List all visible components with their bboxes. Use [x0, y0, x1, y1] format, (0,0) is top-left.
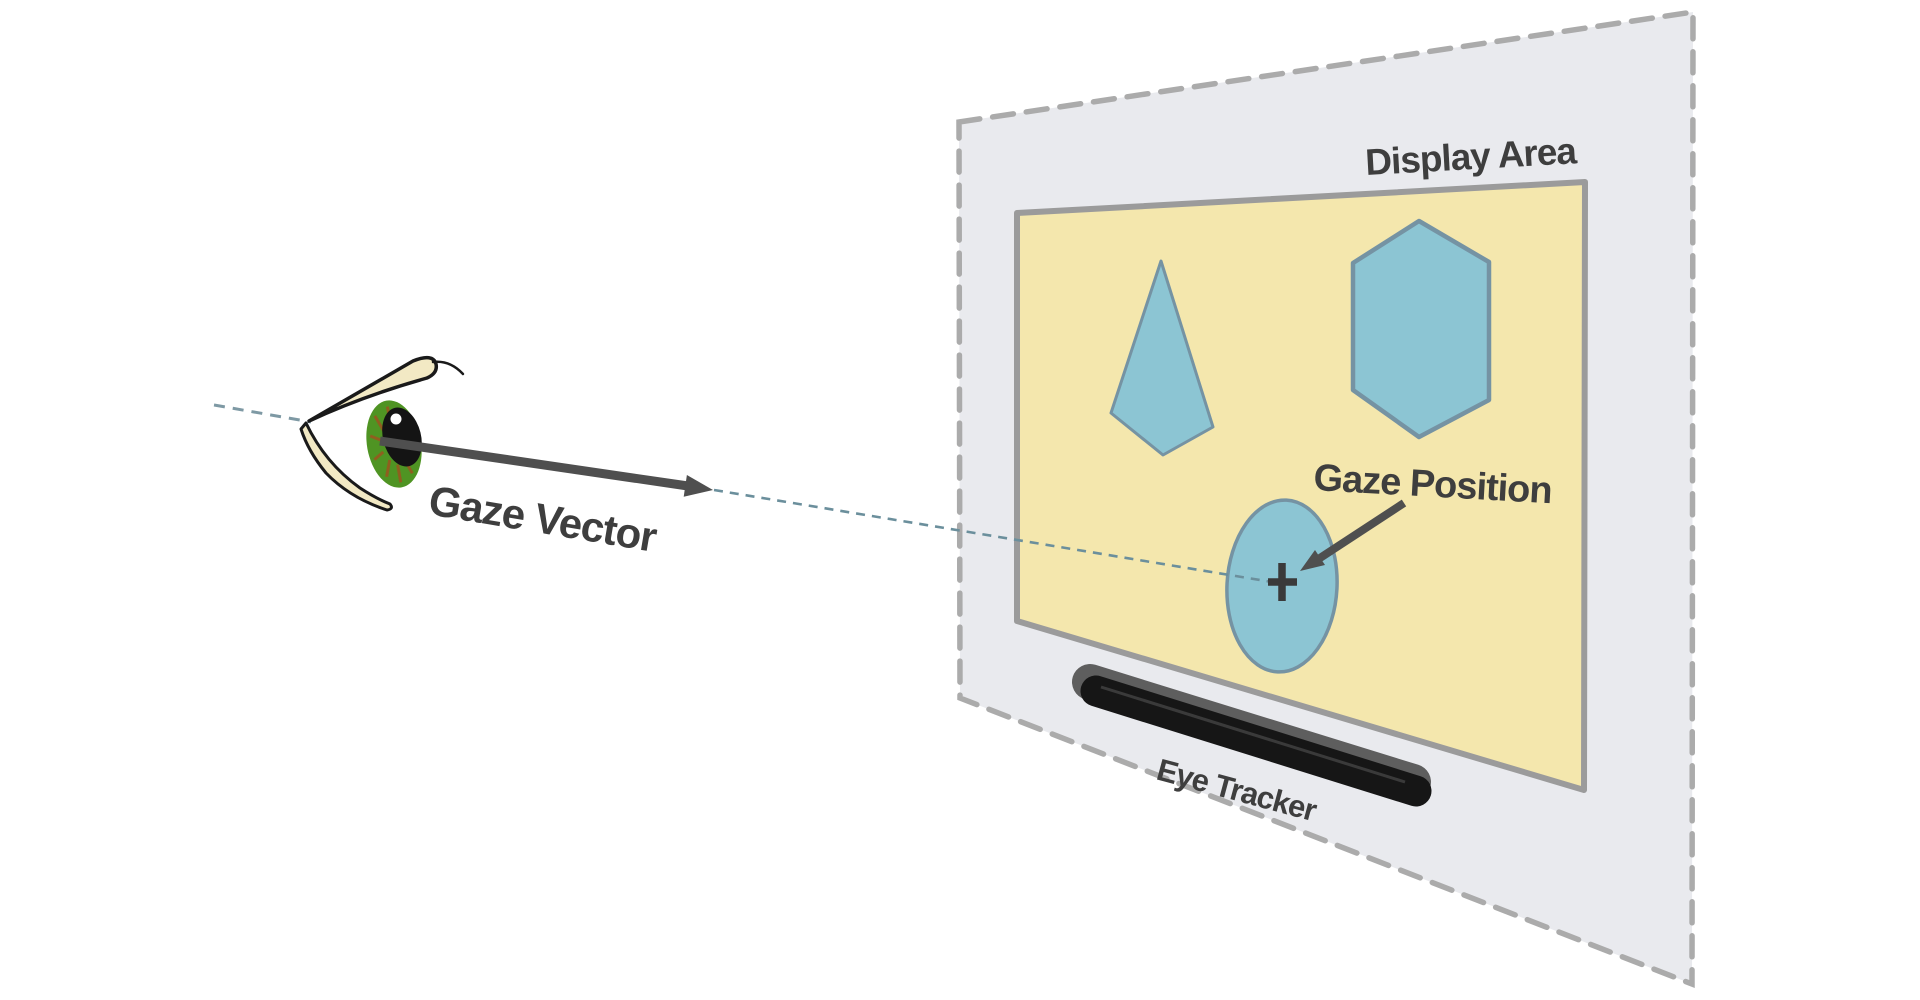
gaze-position-arrow — [1300, 499, 1407, 571]
gaze-line-to-screen — [713, 488, 1273, 584]
hexagon-shape — [1350, 218, 1492, 440]
lower-eyelid — [299, 421, 393, 512]
gaze-line-left-segment — [213, 403, 312, 424]
eye-tracker-bar — [1072, 664, 1432, 807]
eyelash — [431, 360, 465, 376]
eye-tracker-body — [1080, 675, 1432, 807]
gaze-crosshair — [1268, 563, 1297, 601]
upper-eyelid — [307, 355, 439, 423]
eye-illustration — [299, 355, 465, 512]
eye-tracker-gloss — [1100, 685, 1406, 784]
gaze-vector-arrowhead — [683, 475, 713, 497]
gaze-position-arrowhead — [1300, 550, 1325, 571]
kite-shape — [1109, 259, 1215, 457]
eye-highlight — [390, 413, 402, 425]
gaze-vector-arrow — [379, 436, 713, 497]
gaze-vector-label: Gaze Vector — [426, 477, 661, 561]
